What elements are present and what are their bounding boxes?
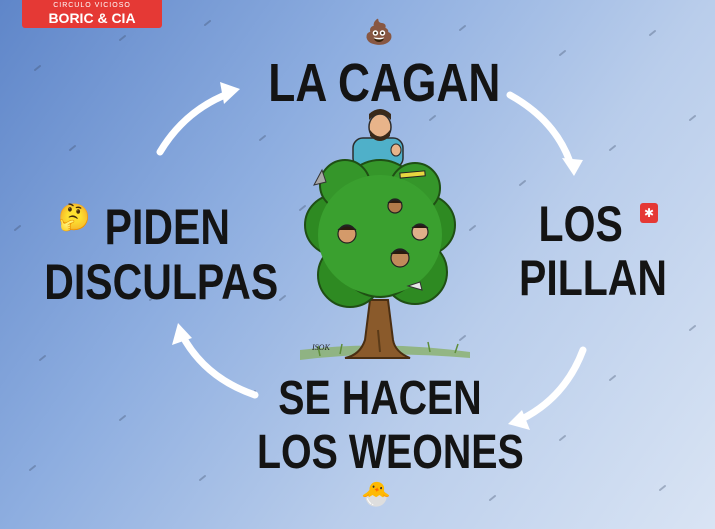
siren-icon: ✱ bbox=[640, 203, 658, 223]
step-la-cagan: LA CAGAN bbox=[268, 56, 500, 110]
step-piden-line1: PIDEN bbox=[104, 199, 230, 255]
poop-icon: 💩 bbox=[364, 18, 394, 46]
arrowhead-top-right bbox=[562, 158, 583, 176]
hatching-chick-icon: 🐣 bbox=[361, 480, 391, 508]
arrow-top-right bbox=[506, 91, 574, 166]
arrow-bottom-left bbox=[178, 331, 259, 399]
badge-circulo-vicioso: CIRCULO VICIOSO BORIC & CIA bbox=[22, 0, 162, 28]
badge-subtitle: CIRCULO VICIOSO bbox=[53, 2, 131, 9]
arrow-bottom-right bbox=[516, 346, 587, 424]
step-la-cagan-text: LA CAGAN bbox=[268, 53, 501, 113]
arrow-top-left bbox=[156, 89, 234, 156]
step-se-hacen-los-weones: SE HACEN LOS WEONES bbox=[257, 372, 524, 480]
arrowhead-bottom-right bbox=[508, 410, 530, 430]
badge-title: BORIC & CIA bbox=[48, 10, 136, 26]
step-los-pillan: LOS PILLAN bbox=[507, 197, 679, 305]
step-los-pillan-line1: LOS bbox=[538, 196, 623, 252]
step-se-hacen-line1: SE HACEN bbox=[278, 372, 482, 425]
step-los-pillan-line2: PILLAN bbox=[518, 250, 668, 306]
step-se-hacen-line2: LOS WEONES bbox=[257, 425, 524, 479]
arrowhead-top-left bbox=[220, 82, 240, 104]
step-piden-disculpas: PIDEN DISCULPAS bbox=[44, 199, 279, 310]
artist-signature: ISOK bbox=[312, 343, 330, 352]
arrowhead-bottom-left bbox=[172, 323, 192, 345]
step-piden-line2: DISCULPAS bbox=[44, 254, 279, 310]
thinking-face-icon: 🤔 bbox=[58, 203, 91, 233]
